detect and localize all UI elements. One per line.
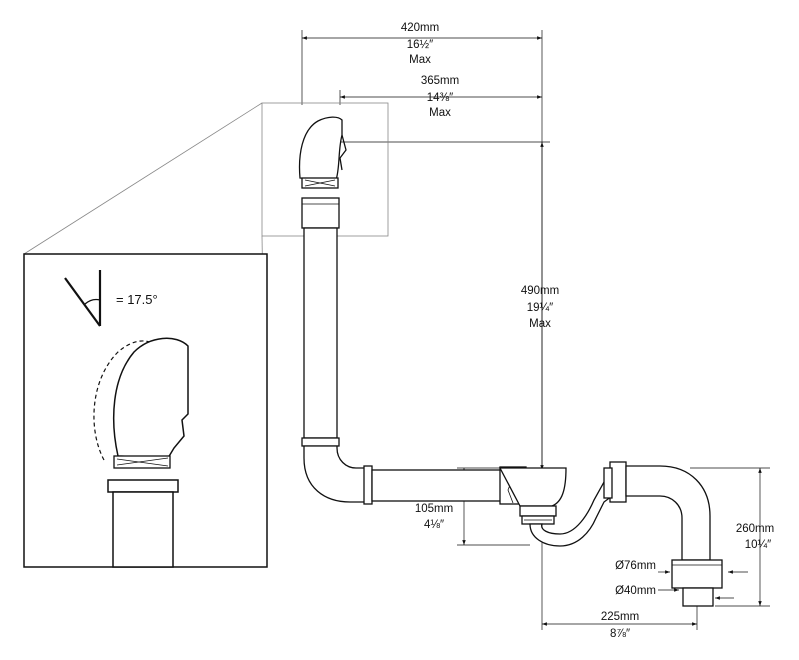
- trap-height-imperial: 10¼″: [745, 539, 771, 551]
- horizontal-pipe: [303, 445, 527, 505]
- width-metric: 420mm: [401, 22, 439, 34]
- height-imperial: 19¼″: [527, 302, 553, 314]
- overflow-head: [298, 116, 343, 181]
- overflow-nut: [301, 197, 340, 229]
- overflow-head-detail: [112, 337, 189, 459]
- overflow-assembly: [298, 116, 347, 447]
- outlet-socket: [671, 559, 723, 589]
- trap-height-metric: 260mm: [736, 523, 774, 535]
- width-note: Max: [409, 54, 431, 66]
- drop-imperial: 4⅛″: [424, 519, 444, 531]
- tilted-overflow-outline: [93, 340, 177, 461]
- outlet-spigot: [682, 587, 714, 607]
- offset-metric: 365mm: [421, 75, 459, 87]
- outlet-arm: [625, 465, 711, 561]
- angle-icon: [64, 270, 102, 327]
- outlet-od-label: Ø76mm: [615, 560, 656, 572]
- trap-offset-metric: 225mm: [601, 611, 639, 623]
- trap-offset-imperial: 8⅞″: [610, 628, 630, 640]
- trap: [529, 461, 723, 607]
- offset-imperial: 14⅜″: [427, 92, 453, 104]
- overflow-tube: [303, 227, 338, 439]
- angle-label: = 17.5°: [116, 292, 158, 307]
- height-metric: 490mm: [521, 285, 559, 297]
- drop-metric: 105mm: [415, 503, 453, 515]
- offset-note: Max: [429, 107, 451, 119]
- dimension-lines: [301, 30, 770, 630]
- outlet-id-label: Ø40mm: [615, 585, 656, 597]
- width-imperial: 16½″: [407, 39, 433, 51]
- dimension-labels: 420mm 16½″ Max 365mm 14⅜″ Max 490mm 19¼″…: [401, 22, 774, 640]
- detail-inset: = 17.5°: [23, 253, 268, 568]
- height-note: Max: [529, 318, 551, 330]
- waste-body: [498, 467, 567, 525]
